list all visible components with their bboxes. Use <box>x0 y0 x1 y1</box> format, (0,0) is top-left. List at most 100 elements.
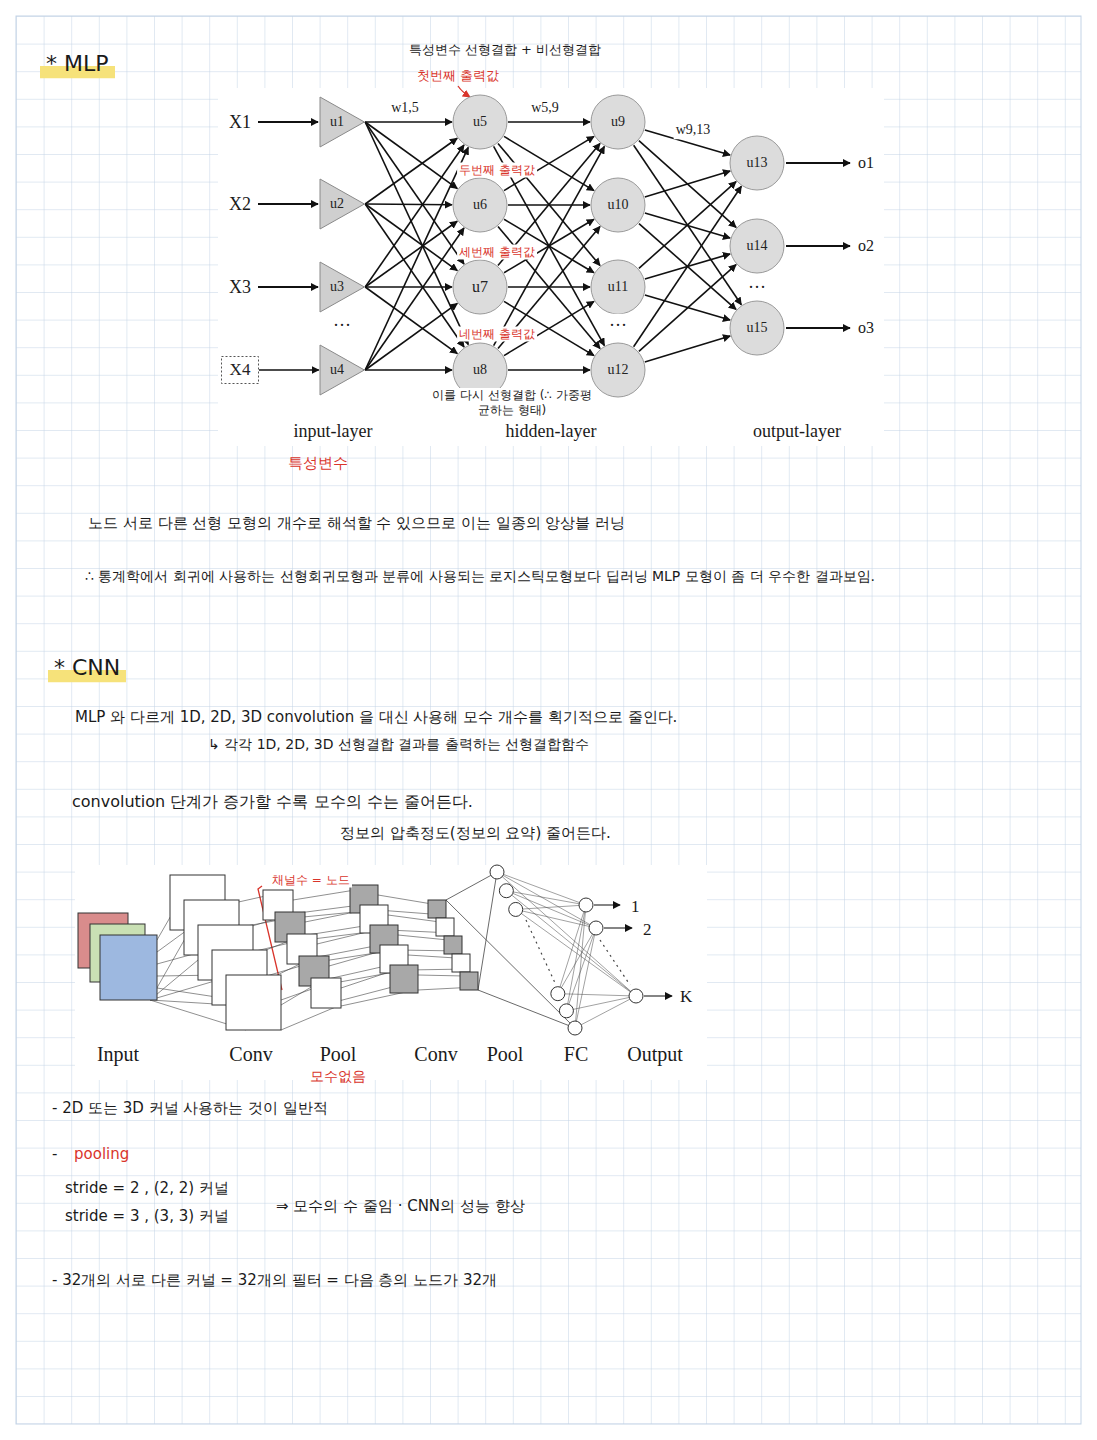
section-heading: * CNN <box>48 654 126 682</box>
note-text: stride = 2 , (2, 2) 커널 <box>65 1179 229 1198</box>
node-label: u2 <box>330 196 354 212</box>
grid <box>16 16 1081 1424</box>
weight-connection <box>634 145 742 305</box>
weight-connection <box>365 228 464 370</box>
note-text: ⇒ 모수의 수 줄임 · CNN의 성능 향상 <box>276 1197 525 1216</box>
neuron <box>568 1021 582 1035</box>
neuron-node: u14 <box>729 218 785 274</box>
annotation: 특성변수 선형결합 + 비선형결합 <box>409 42 601 58</box>
input-arrows <box>258 122 318 287</box>
input-unit: u2 <box>319 178 365 230</box>
neuron-node: u5 <box>452 94 508 150</box>
connection-line <box>446 900 575 1028</box>
weight-connection <box>365 122 457 189</box>
weight-connection <box>365 122 468 345</box>
feature-map <box>226 975 281 1030</box>
stage-label: Conv <box>229 1042 272 1067</box>
weight-connection <box>645 171 730 197</box>
annotation: 네번째 출력값 <box>457 327 537 342</box>
weight-connection <box>365 203 452 205</box>
stage-label: FC <box>564 1042 588 1067</box>
figure-ground <box>218 88 884 446</box>
input-unit: u4 <box>319 344 365 396</box>
weight-connection <box>365 204 457 271</box>
weight-connection <box>365 147 468 370</box>
annotation: 첫번째 출력값 <box>417 68 499 84</box>
annotation-arrow <box>458 86 470 97</box>
annotation: 세번째 출력값 <box>457 245 537 260</box>
output-arrow <box>594 904 620 905</box>
neuron-node: u6 <box>452 177 508 233</box>
ellipsis: ··· <box>607 314 629 337</box>
connection-line <box>497 872 636 996</box>
weight-connection <box>508 121 590 123</box>
connection-line <box>281 1006 338 1030</box>
stage-label: Input <box>97 1042 139 1067</box>
weight-connection <box>365 286 452 288</box>
node-label: u5 <box>473 114 487 130</box>
ellipsis: ··· <box>746 276 768 299</box>
connection-line <box>293 890 355 900</box>
connection-line <box>526 920 556 985</box>
annotation: 특성변수 <box>288 454 348 473</box>
node-label: X4 <box>230 360 251 380</box>
output-arrow <box>644 995 672 996</box>
node-label: u6 <box>473 197 487 213</box>
neuron-node: u13 <box>729 135 785 191</box>
neuron-node: u15 <box>729 300 785 356</box>
neuron <box>499 884 513 898</box>
weight-connection <box>365 204 464 347</box>
neuron <box>559 1004 573 1018</box>
class-label: 1 <box>631 896 640 917</box>
node-label: u8 <box>473 362 487 378</box>
ellipsis: ··· <box>333 314 351 337</box>
weight-connection <box>365 138 457 204</box>
neuron <box>490 865 504 879</box>
neuron <box>589 921 603 935</box>
stage-label: Conv <box>414 1042 457 1067</box>
neuron <box>579 898 593 912</box>
node-label: u14 <box>747 238 768 254</box>
weight-label: w9,13 <box>674 121 713 139</box>
node-label: u15 <box>747 320 768 336</box>
neuron-node: u9 <box>590 94 646 150</box>
weight-connection <box>365 121 452 123</box>
connection-line <box>516 909 636 996</box>
note-text: 노드 서로 다른 선형 모형의 개수로 해석할 수 있으므로 이는 일종의 앙상… <box>88 514 625 533</box>
weight-label: w1,5 <box>389 99 421 117</box>
figure-ground <box>75 865 707 1080</box>
feature-map <box>460 972 478 990</box>
neuron <box>551 987 565 1001</box>
weight-connection <box>365 145 464 287</box>
neuron-node: u10 <box>590 177 646 233</box>
neuron-node: u11 <box>590 259 646 315</box>
connection-line <box>150 955 204 1000</box>
input-variable-box: X4 <box>221 356 259 384</box>
weight-connection <box>508 369 590 371</box>
annotation: 모수없음 <box>310 1068 366 1086</box>
connection-line <box>558 928 596 994</box>
annotation: 이를 다시 선형결합 (∴ 가중평균하는 형태) <box>430 388 594 418</box>
feature-map <box>436 918 454 936</box>
weight-connection <box>634 186 742 347</box>
weight-connection <box>365 122 464 264</box>
weight-connection <box>365 369 452 371</box>
connection-line <box>478 872 497 990</box>
class-label: K <box>680 986 692 1007</box>
section-heading: * MLP <box>40 50 115 78</box>
node-label: u12 <box>608 362 629 378</box>
connection-line <box>575 996 636 1028</box>
connection-line <box>516 905 586 909</box>
connection-line <box>506 891 636 996</box>
weight-connection <box>645 336 730 362</box>
stage-label: Pool <box>320 1042 357 1067</box>
input-unit: u3 <box>319 261 365 313</box>
node-label: u1 <box>330 114 354 130</box>
weight-connection <box>365 287 457 354</box>
input-variable: X1 <box>229 111 251 134</box>
note-text: - 32개의 서로 다른 커널 = 32개의 필터 = 다음 층의 노드가 32… <box>52 1271 497 1290</box>
neuron-node: u12 <box>590 342 646 398</box>
input-variable: X3 <box>229 276 251 299</box>
node-label: u13 <box>747 155 768 171</box>
node-label: u9 <box>611 114 625 130</box>
